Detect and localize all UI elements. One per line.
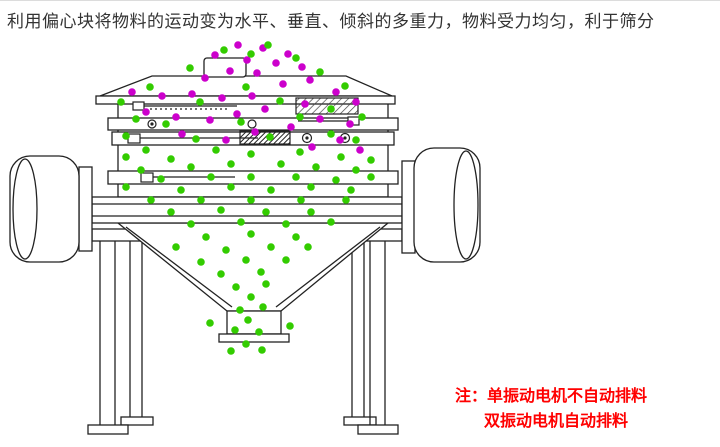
- note-line-2: 双振动电机自动排料: [484, 413, 629, 430]
- discharge-outlet: [218, 310, 290, 343]
- note-line-1: 注：单振动电机不自动排料: [455, 388, 648, 405]
- feed-inlet: [203, 57, 247, 78]
- material-dots-green: [117, 41, 375, 355]
- right-vibration-motor: [401, 147, 481, 263]
- description-text: 利用偏心块将物料的运动变为水平、垂直、倾斜的多重力，物料受力均匀，利于筛分: [7, 12, 655, 31]
- left-vibration-motor: [9, 155, 93, 263]
- material-dots-magenta: [128, 41, 364, 154]
